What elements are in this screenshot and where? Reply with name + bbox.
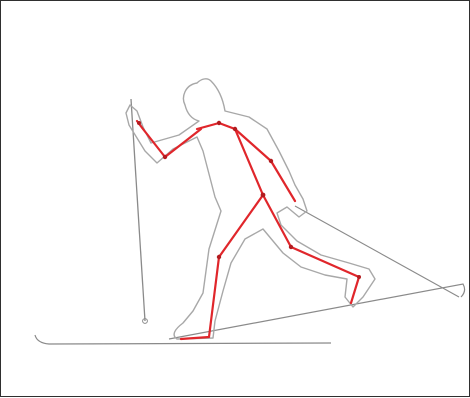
skeleton [137, 121, 359, 339]
shoulder-joint [217, 121, 221, 125]
joints [137, 121, 361, 279]
rear-ankle-joint [357, 275, 361, 279]
rear-knee-joint [289, 245, 293, 249]
shoulder-joint-rear [233, 127, 237, 131]
front-leg-line [181, 195, 263, 339]
torso-line [197, 123, 263, 195]
hip-joint [261, 193, 266, 198]
rear-elbow-joint [269, 159, 273, 163]
elbow-joint [163, 155, 167, 159]
skier-outline [126, 79, 375, 339]
rear-pole [295, 206, 459, 297]
front-knee-joint [217, 255, 221, 259]
hand-joint [137, 121, 141, 125]
